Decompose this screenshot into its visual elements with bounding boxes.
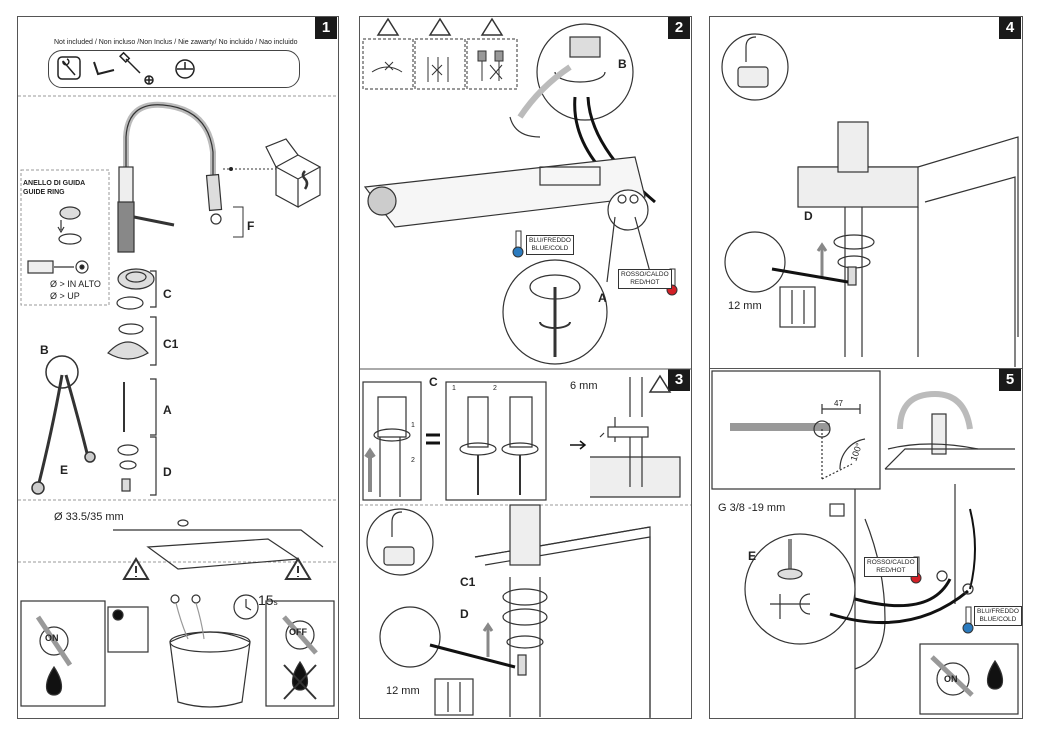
part-B-label: B [40, 343, 49, 357]
step3-diagram [362, 374, 681, 501]
cold-thermometer [512, 230, 524, 258]
step-number-2: 2 [668, 17, 690, 39]
hot-it-label: ROSSO/CALDO [621, 271, 669, 278]
guide-ring-drawing [27, 206, 89, 274]
gap-measure: 6 mm [570, 380, 598, 392]
guide-ring-it-label: ANELLO DI GUIDA [23, 180, 86, 187]
sink-top-view [363, 156, 649, 231]
hot-en-label: RED/HOT [630, 279, 660, 286]
callout-E: E [748, 549, 757, 563]
panel-step-1: 1 Not included / Non incluso /Non Inclus… [17, 16, 339, 719]
timer-value: 15s [258, 592, 278, 608]
callout-A: A [598, 291, 607, 305]
warning-boxes [362, 17, 518, 90]
substep-2: 2 [411, 457, 415, 464]
step-number-3: 3 [668, 369, 690, 391]
part-E-label: E [60, 463, 69, 477]
allen-key-icon [93, 61, 115, 76]
substep-2b: 2 [493, 385, 497, 392]
callout-C1: C1 [460, 575, 476, 589]
faucet-drawing [117, 101, 223, 253]
part-F-label: F [247, 219, 255, 233]
panel-step-2-3: 2 3 [359, 16, 692, 719]
substep-1b: 1 [452, 385, 456, 392]
hot-en-label-5: RED/HOT [876, 567, 906, 574]
wall-plate-icon [175, 59, 195, 79]
substep-1: 1 [411, 422, 415, 429]
step3b-diagram [366, 504, 651, 718]
dimension-47: 47 [834, 399, 843, 408]
guide-ring-en-label: GUIDE RING [23, 189, 65, 196]
tools-box [48, 50, 300, 88]
step-number: 1 [315, 17, 337, 39]
panel-step-5: 5 [709, 368, 1023, 719]
cold-thermometer-5 [962, 606, 974, 634]
part-A-label: A [163, 403, 172, 417]
cold-en-label-5: BLUE/COLD [979, 616, 1017, 623]
cold-it-label: BLU/FREDDO [529, 237, 571, 244]
diameter-up-en-label: Ø > UP [50, 291, 80, 301]
hoses-drawing [31, 355, 96, 495]
detail-A-circle [502, 216, 651, 365]
parts-drawing [107, 268, 157, 496]
step-number-5: 5 [999, 369, 1021, 391]
callout-D-4: D [804, 209, 813, 223]
panel-step-4: 4 D 12 mm [709, 16, 1023, 369]
panel1-drawing [18, 51, 338, 708]
timer-unit: s [273, 598, 278, 607]
box-drawing [265, 138, 322, 209]
callout-D: D [460, 607, 469, 621]
cold-it-label-5: BLU/FREDDO [977, 608, 1019, 615]
hole-diameter-label: Ø 33.5/35 mm [54, 511, 124, 523]
callout-B: B [618, 57, 627, 71]
callout-C: C [429, 375, 438, 389]
off-label: OFF [289, 627, 307, 637]
timer-number: 15 [258, 592, 274, 608]
wrench-icon [57, 56, 81, 80]
panel2-3-drawing [360, 17, 691, 718]
on-label: ON [45, 633, 59, 643]
hot-it-label-5: ROSSO/CALDO [867, 559, 915, 566]
hot-label-box-5: ROSSO/CALDO RED/HOT [864, 557, 918, 577]
cold-en-label: BLUE/COLD [531, 245, 569, 252]
step-number-4: 4 [999, 17, 1021, 39]
part-C-label: C [163, 287, 172, 301]
detail-B-circle [509, 23, 634, 138]
hot-label-box: ROSSO/CALDO RED/HOT [618, 269, 672, 289]
not-included-text: Not included / Non incluso /Non Inclus /… [54, 39, 298, 46]
panel4-drawing [721, 33, 1019, 367]
wrench-size-4: 12 mm [728, 300, 762, 312]
part-D-label: D [163, 465, 172, 479]
diameter-up-it-label: Ø > IN ALTO [50, 279, 101, 289]
thread-label: G 3/8 -19 mm [718, 502, 786, 514]
cold-label-box: BLU/FREDDO BLUE/COLD [526, 235, 574, 255]
panel5-drawing [711, 370, 1019, 718]
screwdriver-icon [118, 51, 154, 85]
on-label-5: ON [944, 674, 958, 684]
cold-label-box-5: BLU/FREDDO BLUE/COLD [974, 606, 1022, 626]
part-C1-label: C1 [163, 337, 179, 351]
wrench-size-3: 12 mm [386, 685, 420, 697]
flush-scene-drawing [20, 557, 335, 708]
